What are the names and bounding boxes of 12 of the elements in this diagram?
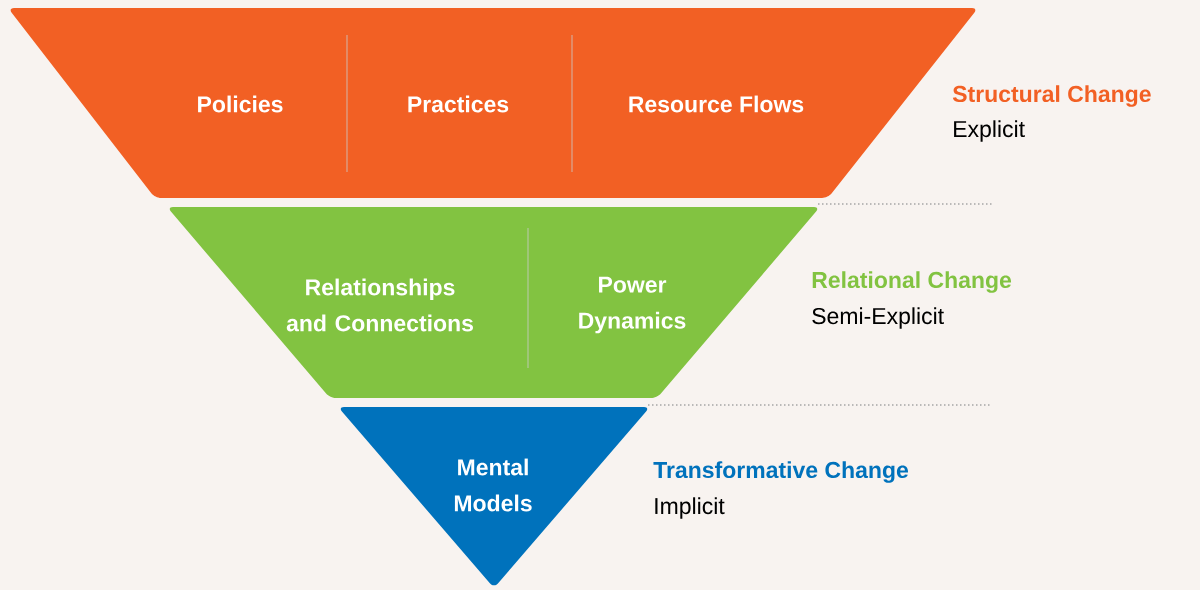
change-heading: Relational Change bbox=[812, 271, 1012, 293]
change-heading: Structural Change bbox=[952, 85, 1151, 107]
band-label: Power Dynamics bbox=[579, 276, 686, 334]
change-heading: Transformative Change bbox=[653, 461, 909, 483]
change-subtitle: Semi-Explicit bbox=[812, 307, 944, 329]
change-subtitle: Implicit bbox=[655, 497, 725, 519]
change-subtitle: Explicit bbox=[954, 120, 1025, 142]
band-label: Relationships and Connections bbox=[286, 278, 473, 332]
band-label: Policies bbox=[198, 95, 283, 113]
band-label: Practices bbox=[408, 95, 509, 113]
band-label: Mental Models bbox=[454, 458, 532, 512]
band-label: Resource Flows bbox=[629, 95, 804, 113]
